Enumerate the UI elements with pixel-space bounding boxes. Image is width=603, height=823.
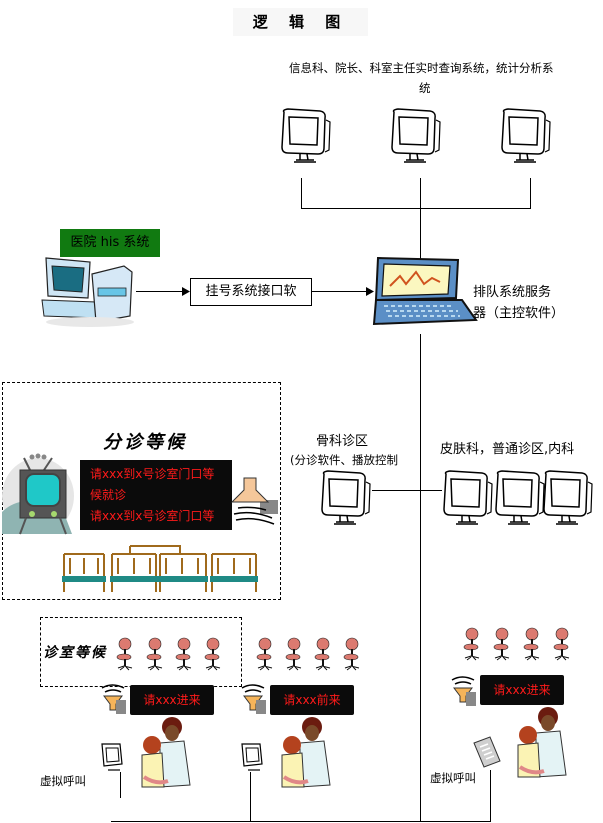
- waiting-benches-icon: [62, 545, 258, 592]
- room-speaker-icon: [451, 676, 477, 707]
- query-system-caption: 信息科、院长、科室主任实时查询系统，统计分析系: [289, 61, 554, 75]
- ortho-monitor-icon: [321, 470, 371, 525]
- waiting-chair-icon: [463, 627, 480, 661]
- his-system-label: 医院 his 系统: [60, 229, 160, 257]
- waiting-chair-icon: [116, 637, 133, 671]
- connector-line: [120, 772, 121, 798]
- waiting-chair-icon: [175, 637, 192, 671]
- ortho-area-label: 骨科诊区: [316, 434, 369, 449]
- triage-led-display: 请xxx到x号诊室门口等 候就诊 请xxx到x号诊室门口等: [80, 460, 232, 530]
- call-terminal-icon: [241, 743, 263, 771]
- connector-line: [301, 178, 302, 208]
- virtual-call-label: 虚拟呼叫: [430, 771, 476, 785]
- query-monitor-icon: [391, 108, 441, 163]
- waiting-chair-icon: [204, 637, 221, 671]
- query-monitor-icon: [281, 108, 331, 163]
- server-label-line2: 器（主控软件）: [473, 306, 565, 321]
- waiting-chair-icon: [343, 637, 360, 671]
- doctor-patient-icon: [516, 705, 568, 779]
- query-monitor-icon: [501, 108, 551, 163]
- his-computer-icon: [41, 257, 134, 327]
- connector-line: [301, 208, 531, 209]
- doctor-patient-icon: [280, 715, 332, 789]
- arrow-head-icon: [182, 287, 190, 296]
- arrow-line: [311, 291, 371, 292]
- waiting-chair-icon: [553, 627, 570, 661]
- diagram-title: 逻 辑 图: [233, 8, 368, 36]
- room-led-display: 请xxx进来: [130, 685, 214, 715]
- ceiling-speaker-icon: [230, 477, 278, 525]
- led-line: 请xxx到x号诊室门口等: [90, 467, 215, 481]
- call-terminal-icon: [101, 743, 123, 771]
- virtual-call-label: 虚拟呼叫: [40, 774, 86, 788]
- connector-line: [420, 178, 421, 260]
- registration-interface-box: 挂号系统接口软: [190, 278, 312, 306]
- waiting-chair-icon: [523, 627, 540, 661]
- led-line: 候就诊: [90, 488, 127, 502]
- room-waiting-title: 诊室等候: [43, 645, 107, 661]
- room-speaker-icon: [101, 684, 127, 715]
- doctor-patient-icon: [140, 715, 192, 789]
- room-led-display: 请xxx进来: [480, 675, 564, 705]
- connector-line: [372, 490, 442, 491]
- led-line: 请xxx到x号诊室门口等: [90, 509, 215, 523]
- waiting-chair-icon: [146, 637, 163, 671]
- arrow-head-icon: [366, 287, 374, 296]
- query-system-caption-cont: 统: [419, 81, 431, 95]
- connector-line: [250, 772, 251, 822]
- room-speaker-icon: [241, 684, 267, 715]
- tv-display-icon: [2, 453, 74, 535]
- connector-line: [490, 770, 491, 822]
- derm-area-label: 皮肤科，普通诊区,内科: [440, 442, 575, 457]
- waiting-chair-icon: [314, 637, 331, 671]
- server-label-line1: 排队系统服务: [473, 285, 552, 300]
- main-trunk-line: [420, 334, 421, 822]
- derm-monitor-icon: [543, 470, 593, 525]
- derm-monitor-icon: [443, 470, 493, 525]
- waiting-chair-icon: [285, 637, 302, 671]
- waiting-chair-icon: [256, 637, 273, 671]
- waiting-chair-icon: [493, 627, 510, 661]
- arrow-line: [136, 291, 188, 292]
- call-keypad-icon: [473, 736, 501, 768]
- queue-server-laptop-icon: [372, 256, 478, 326]
- bottom-bus-line: [111, 821, 491, 822]
- ortho-area-sublabel: (分诊软件、播放控制: [290, 453, 398, 467]
- room-led-display: 请xxx前来: [270, 685, 354, 715]
- connector-line: [530, 178, 531, 208]
- triage-waiting-title: 分诊等候: [103, 432, 187, 453]
